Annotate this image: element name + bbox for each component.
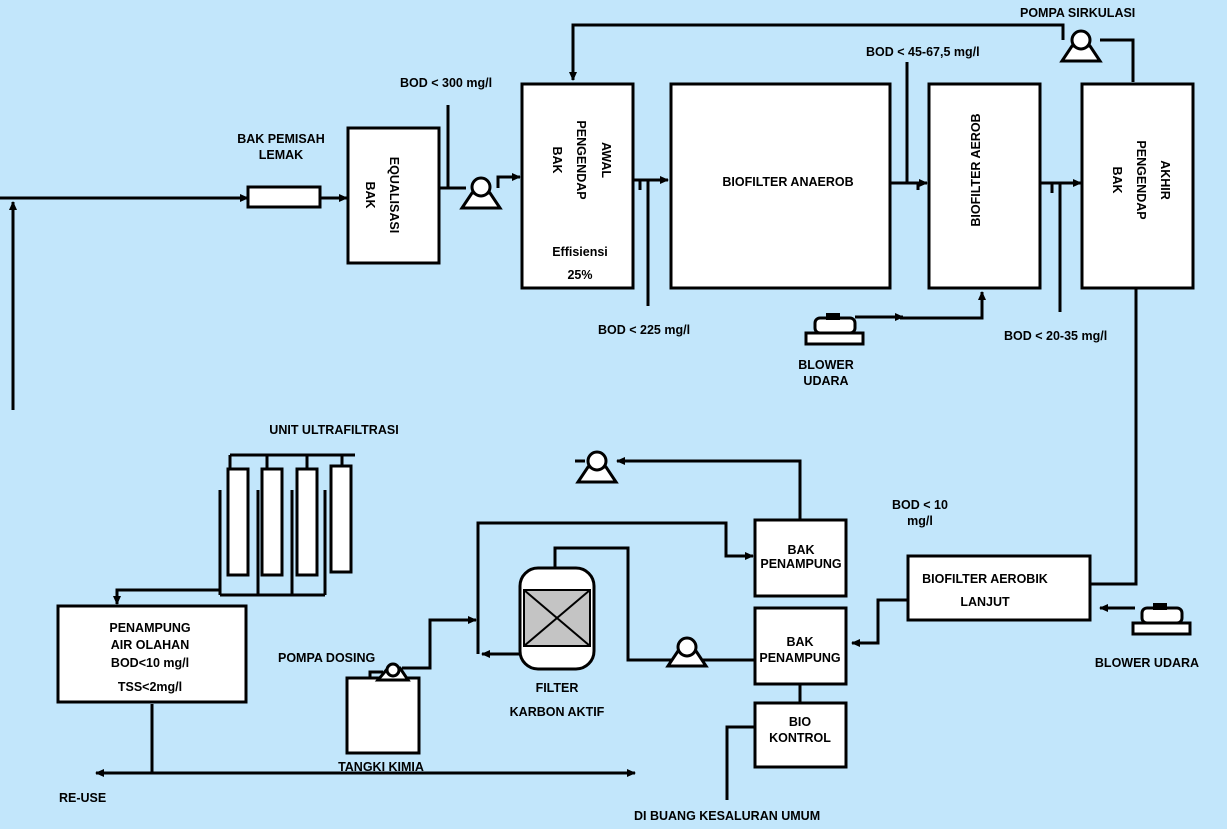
uf-membrane	[260, 467, 284, 577]
tangki-kimia-box	[345, 676, 421, 755]
reuse-label: RE-USE	[59, 791, 106, 805]
bod-10-label-b: mg/l	[907, 514, 933, 528]
pengendap-awal-line1: BAK	[550, 146, 564, 173]
efisiensi-value: 25%	[567, 268, 592, 282]
uf-membrane	[295, 467, 319, 577]
carbon-filter-vessel	[518, 566, 596, 671]
pump-icon	[575, 450, 619, 484]
penampung-atas-line1: BAK	[787, 543, 814, 557]
pengendap-awal-line2: PENGENDAP	[574, 120, 588, 199]
bod-2035-label: BOD < 20-35 mg/l	[1004, 329, 1107, 343]
pump-icon	[459, 176, 503, 210]
aerobik-lanjut-line2: LANJUT	[960, 595, 1010, 609]
pump-icon	[374, 662, 411, 682]
biofilter-aerobik-lanjut-box	[906, 554, 1092, 622]
filter-label-2: KARBON AKTIF	[510, 705, 605, 719]
pengendap-akhir-line2: PENGENDAP	[1134, 140, 1148, 219]
pump-icon	[1059, 29, 1103, 63]
penampung-air-olahan-box	[56, 604, 248, 704]
bak-pengendap-awal-box	[520, 82, 635, 290]
blower-1-label-a: BLOWER	[798, 358, 854, 372]
pompa-dosing-label: POMPA DOSING	[278, 651, 375, 665]
aerobik-lanjut-line1: BIOFILTER AEROBIK	[922, 572, 1048, 586]
penampung-bawah-line1: BAK	[786, 635, 813, 649]
equalisasi-line2: EQUALISASI	[387, 157, 401, 233]
ultrafiltration-unit	[226, 464, 353, 577]
bod-10-label-a: BOD < 10	[892, 498, 948, 512]
biofilter-anaerob-label: BIOFILTER ANAEROB	[722, 175, 853, 189]
blower-icon	[804, 313, 865, 346]
tangki-kimia-label: TANGKI KIMIA	[338, 760, 424, 774]
pump-icon	[665, 636, 709, 668]
bod-300-label: BOD < 300 mg/l	[400, 76, 492, 90]
pengendap-awal-line3: AWAL	[599, 142, 613, 178]
penampung-olahan-line2: AIR OLAHAN	[111, 638, 189, 652]
bio-kontrol-line2: KONTROL	[769, 731, 831, 745]
blower-icon	[1131, 603, 1192, 636]
unit-uf-label: UNIT ULTRAFILTRASI	[269, 423, 398, 437]
penampung-olahan-line1: PENAMPUNG	[109, 621, 190, 635]
biofilter-aerob-label: BIOFILTER AEROB	[969, 113, 983, 226]
flow-lines	[0, 23, 1138, 800]
uf-membrane	[329, 464, 353, 574]
bio-kontrol-line1: BIO	[789, 715, 812, 729]
pengendap-akhir-line1: BAK	[1110, 166, 1124, 193]
penampung-olahan-line3: BOD<10 mg/l	[111, 656, 189, 670]
penampung-bawah-line2: PENAMPUNG	[759, 651, 840, 665]
penampung-atas-line2: PENAMPUNG	[760, 557, 841, 571]
uf-membrane	[226, 467, 250, 577]
penampung-olahan-line4: TSS<2mg/l	[118, 680, 182, 694]
biofilter-anaerob-box	[669, 82, 892, 290]
bak-pemisah-label-1: BAK PEMISAH	[237, 132, 325, 146]
bod-225-label: BOD < 225 mg/l	[598, 323, 690, 337]
bak-penampung-atas-box	[753, 518, 848, 598]
blower-1-label-b: UDARA	[803, 374, 848, 388]
buang-label: DI BUANG KESALURAN UMUM	[634, 809, 820, 823]
bak-pemisah-lemak-box	[246, 185, 322, 209]
biofilter-aerob-box	[927, 82, 1042, 290]
bak-pengendap-akhir-box	[1080, 82, 1195, 290]
bak-equalisasi-box	[346, 126, 441, 265]
efisiensi-label: Effisiensi	[552, 245, 608, 259]
pengendap-akhir-line3: AKHIR	[1158, 160, 1172, 200]
filter-label-1: FILTER	[536, 681, 579, 695]
pompa-sirkulasi-label: POMPA SIRKULASI	[1020, 6, 1135, 20]
bod-45-label: BOD < 45-67,5 mg/l	[866, 45, 980, 59]
bak-pemisah-label-2: LEMAK	[259, 148, 303, 162]
equalisasi-line1: BAK	[363, 181, 377, 208]
blower-2-label: BLOWER UDARA	[1095, 656, 1199, 670]
bio-kontrol-box	[753, 701, 848, 769]
bak-penampung-bawah-box	[753, 606, 848, 686]
